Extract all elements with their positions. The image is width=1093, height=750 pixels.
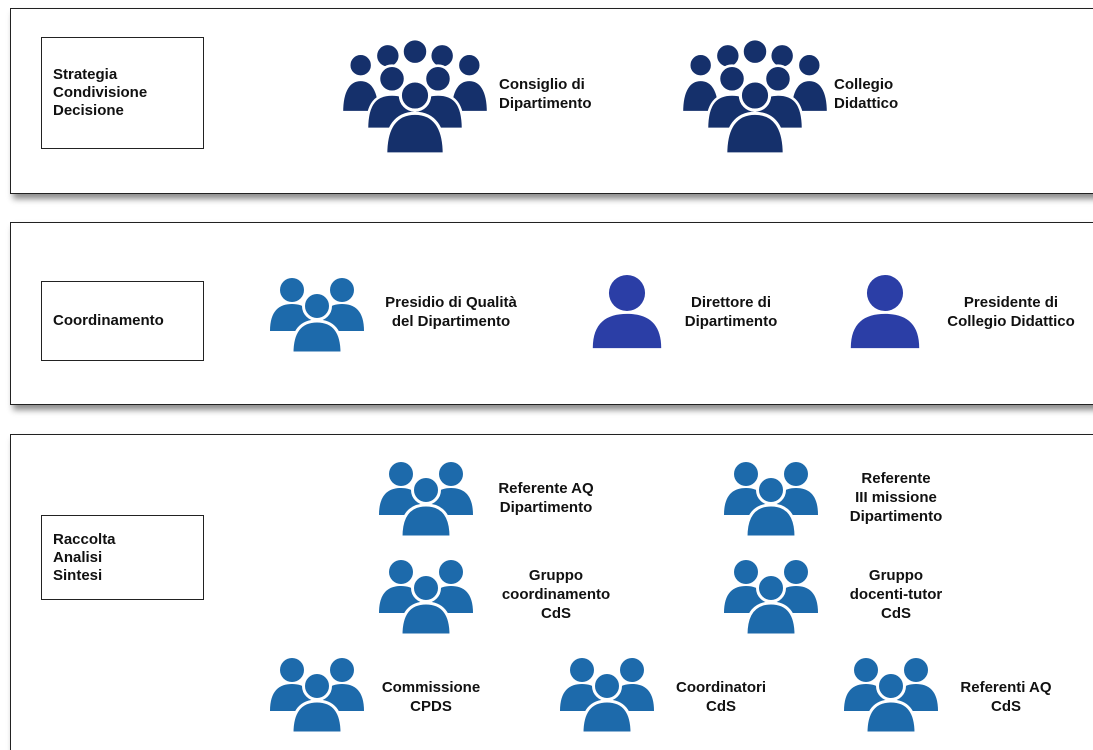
group-icon — [268, 276, 366, 353]
node-presidente-collegio: Presidente di Collegio Didattico — [947, 294, 1075, 330]
collection-label: Raccolta Analisi Sintesi — [41, 515, 204, 600]
person-icon — [850, 274, 920, 349]
group-icon — [377, 460, 475, 537]
node-collegio-didattico: Collegio Didattico — [834, 76, 899, 112]
coordination-label: Coordinamento — [41, 281, 204, 361]
node-referente-aq-dipartimento: Referente AQ Dipartimento — [498, 480, 594, 516]
large-group-icon — [341, 37, 489, 154]
large-group-icon — [681, 37, 829, 154]
group-icon — [722, 558, 820, 635]
group-icon — [268, 656, 366, 733]
group-icon — [722, 460, 820, 537]
group-icon — [377, 558, 475, 635]
node-presidio-qualita: Presidio di Qualità del Dipartimento — [385, 294, 517, 330]
node-gruppo-docenti-tutor: Gruppo docenti-tutor CdS — [849, 567, 943, 622]
strategy-label: Strategia Condivisione Decisione — [41, 37, 204, 149]
strategy-panel: Strategia Condivisione Decisione Consigl… — [10, 8, 1093, 194]
group-icon — [558, 656, 656, 733]
node-consiglio-dipartimento: Consiglio di Dipartimento — [499, 76, 592, 112]
node-commissione-cpds: Commissione CPDS — [381, 679, 481, 715]
node-gruppo-coordinamento: Gruppo coordinamento CdS — [501, 567, 611, 622]
coordination-panel: Coordinamento Presidio di Qualità del Di… — [10, 222, 1093, 405]
node-referenti-aq-cds: Referenti AQ CdS — [960, 679, 1052, 715]
person-icon — [592, 274, 662, 349]
node-referente-iii-missione: Referente III missione Dipartimento — [849, 470, 943, 525]
collection-panel: Raccolta Analisi Sintesi Referente AQ Di… — [10, 434, 1093, 750]
group-icon — [842, 656, 940, 733]
node-coordinatori-cds: Coordinatori CdS — [676, 679, 766, 715]
node-direttore-dipartimento: Direttore di Dipartimento — [684, 294, 778, 330]
